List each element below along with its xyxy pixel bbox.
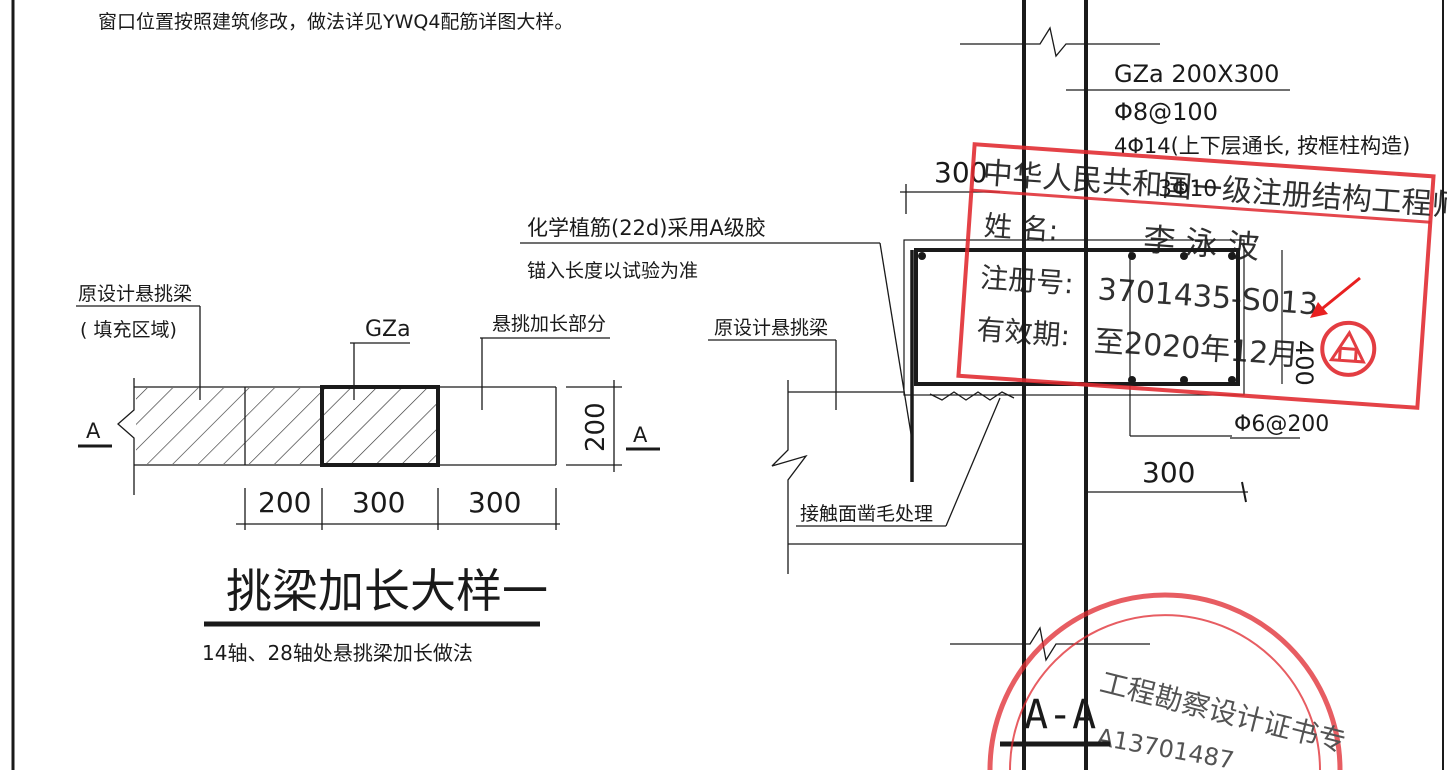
leader-contact-d — [945, 397, 1001, 527]
engineer-stamp: 中华人民共和国一级注册结构工程师 姓 名: 李 泳 波 注册号: 3701435… — [956, 142, 1447, 410]
label-anchor-1: 化学植筋(22d)采用A级胶 — [527, 216, 766, 240]
rebar-dot — [1128, 252, 1136, 260]
company-stamp-ring — [987, 592, 1343, 770]
stamp-valid-label: 有效期: — [976, 313, 1072, 352]
stamp-emblem-mark — [1328, 329, 1366, 364]
label-long-bars: 4Φ14(上下层通长, 按框柱构造) — [1114, 134, 1410, 158]
label-gza: GZa — [365, 317, 411, 342]
dim-300-bottom: 300 — [1142, 456, 1195, 489]
section-marker-left: A — [86, 419, 101, 443]
rebar-dot — [1228, 376, 1236, 384]
label-anchor-2: 锚入长度以试验为准 — [527, 260, 698, 282]
rebar-dot — [1228, 252, 1236, 260]
column-break-top — [960, 26, 1160, 58]
detail-one-subtitle: 14轴、28轴处悬挑梁加长做法 — [202, 641, 473, 665]
label-contact: 接触面凿毛处理 — [800, 503, 933, 525]
stamp-name-label: 姓 名: — [983, 209, 1059, 247]
label-original-beam: 原设计悬挑梁 — [78, 283, 192, 305]
company-stamp-number: A13701487 — [1095, 723, 1236, 770]
detail-one: 原设计悬挑梁 ( 填充区域) GZa 悬挑加长部分 A A 200 — [76, 283, 660, 665]
rebar-dot — [1180, 376, 1188, 384]
beam-outline — [903, 239, 1245, 396]
label-fill-area: ( 填充区域) — [80, 319, 177, 341]
rebar-dot — [1180, 252, 1188, 260]
detail-one-title: 挑梁加长大样一 — [226, 564, 548, 618]
company-stamp-inner-ring — [1009, 614, 1321, 770]
label-original-beam-aa: 原设计悬挑梁 — [714, 317, 828, 339]
break-line-left — [117, 378, 135, 495]
stamp-divider — [971, 188, 1431, 224]
red-arrow-icon — [1310, 276, 1361, 318]
label-stirrup: Φ8@100 — [1114, 98, 1218, 126]
dim-300-a: 300 — [352, 486, 405, 519]
stamp-valid: 至2020年12月 — [1093, 324, 1299, 373]
label-top-bars: 3Φ10 — [1158, 177, 1217, 202]
original-beam-break — [771, 380, 808, 574]
label-beam-stirrup: Φ6@200 — [1234, 412, 1329, 437]
stamp-name: 李 泳 波 — [1142, 220, 1261, 266]
dim-height: 200 — [581, 402, 611, 452]
stamp-emblem-icon — [1320, 320, 1377, 377]
rebar-dot — [1128, 376, 1136, 384]
stamp-reg-label: 注册号: — [979, 261, 1075, 300]
dim-400: 400 — [1290, 340, 1318, 386]
label-extension: 悬挑加长部分 — [492, 313, 606, 335]
section-aa: GZa 200X300 Φ8@100 4Φ14(上下层通长, 按框柱构造) 30… — [520, 0, 1410, 770]
rebar-dot — [918, 252, 926, 260]
section-marker-right: A — [633, 423, 648, 447]
dim-200: 200 — [258, 486, 311, 519]
gza-column-hatch — [320, 385, 440, 467]
dim-300-top: 300 — [934, 156, 987, 189]
section-aa-title: A-A — [1024, 692, 1096, 738]
stamp-border — [956, 142, 1436, 410]
leader-anchor-diag — [879, 242, 913, 441]
top-note: 窗口位置按照建筑修改，做法详见YWQ4配筋详图大样。 — [98, 11, 573, 33]
fill-area-hatch — [136, 388, 322, 464]
contact-roughening — [929, 391, 1015, 401]
dim-300-bottom-tick — [1241, 481, 1247, 503]
column-break-bottom — [950, 626, 1150, 662]
label-gza-size: GZa 200X300 — [1114, 60, 1279, 88]
dim-300-b: 300 — [468, 486, 521, 519]
